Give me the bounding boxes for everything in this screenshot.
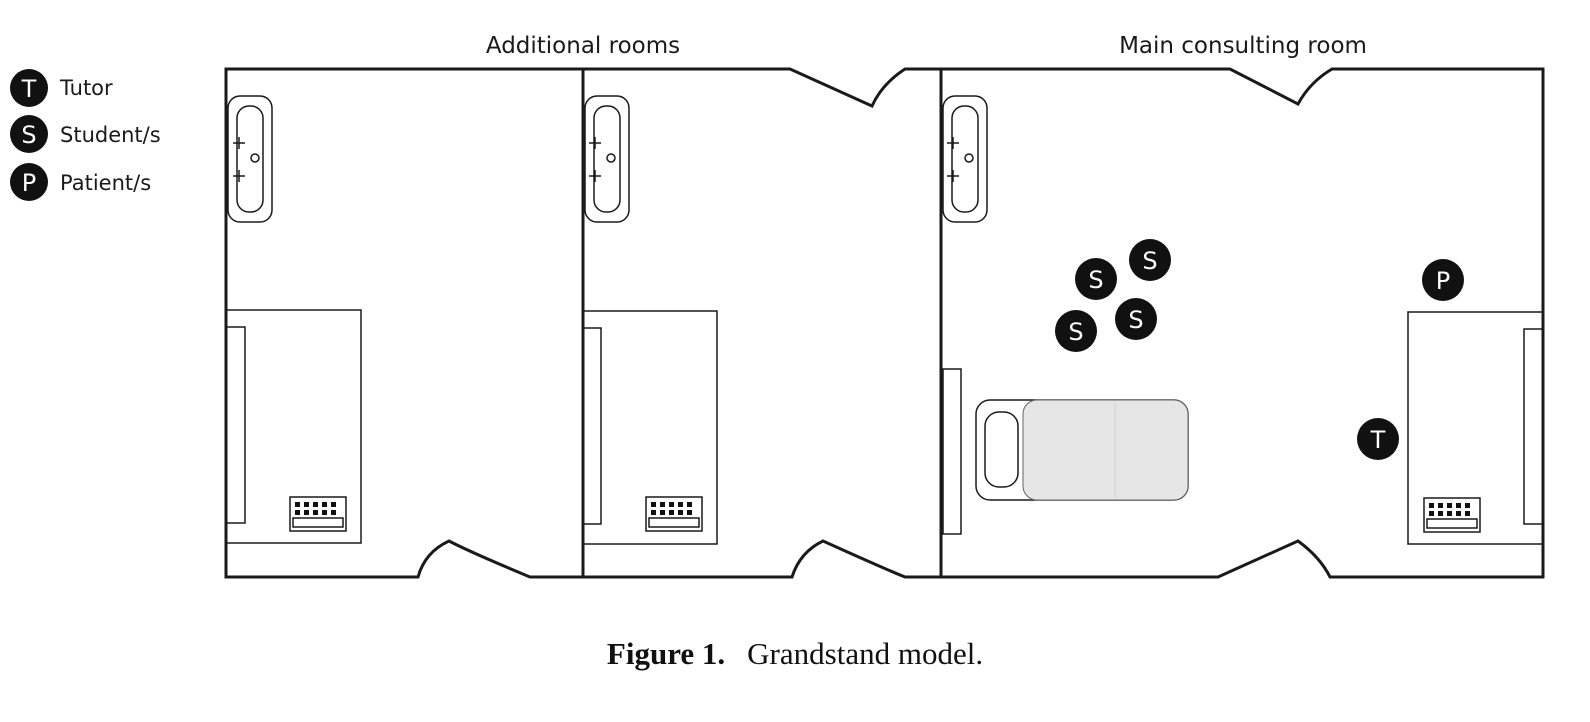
keyboard-main-room-icon [1423,497,1481,533]
patient-marker: P [1422,259,1464,301]
sink-room-3-icon [942,95,988,223]
student-marker-3: S [1115,298,1157,340]
figure-title: Grandstand model. [747,636,984,671]
legend-student-icon: S [10,115,48,153]
sink-room-2-icon [584,95,630,223]
svg-text:S: S [1128,306,1143,334]
wall-shelf-main-room [942,368,962,535]
svg-text:P: P [1436,267,1450,295]
figure-caption: Figure 1. Grandstand model. [0,636,1590,672]
outer-walls [224,67,1545,579]
student-marker-4: S [1055,310,1097,352]
examination-bed-icon [975,399,1189,501]
floor-plan: Additional rooms Main consulting room T … [10,33,1545,579]
tutor-marker: T [1357,418,1399,460]
svg-text:S: S [1088,266,1103,294]
student-marker-1: S [1129,239,1171,281]
figure-number: Figure 1. [606,636,726,671]
svg-text:S: S [1068,318,1083,346]
desk-main-room [1407,311,1544,545]
header-additional-rooms: Additional rooms [486,33,680,59]
legend-patient-label: Patient/s [60,171,151,195]
student-marker-2: S [1075,258,1117,300]
legend-tutor-symbol: T [21,75,37,103]
desk-room-1 [225,309,362,544]
legend-patient-icon: P [10,163,48,201]
keyboard-room-2-icon [645,496,703,532]
legend: T Tutor S Student/s P Patient/s [10,69,161,201]
header-main-consulting-room: Main consulting room [1119,33,1367,59]
legend-student-label: Student/s [60,123,161,147]
sink-room-1-icon [227,95,273,223]
legend-patient-symbol: P [22,169,36,197]
legend-tutor-icon: T [10,69,48,107]
keyboard-room-1-icon [289,496,347,532]
desk-room-2 [582,310,718,545]
svg-text:S: S [1142,247,1157,275]
svg-text:T: T [1370,426,1386,454]
legend-student-symbol: S [21,121,36,149]
legend-tutor-label: Tutor [59,76,113,100]
